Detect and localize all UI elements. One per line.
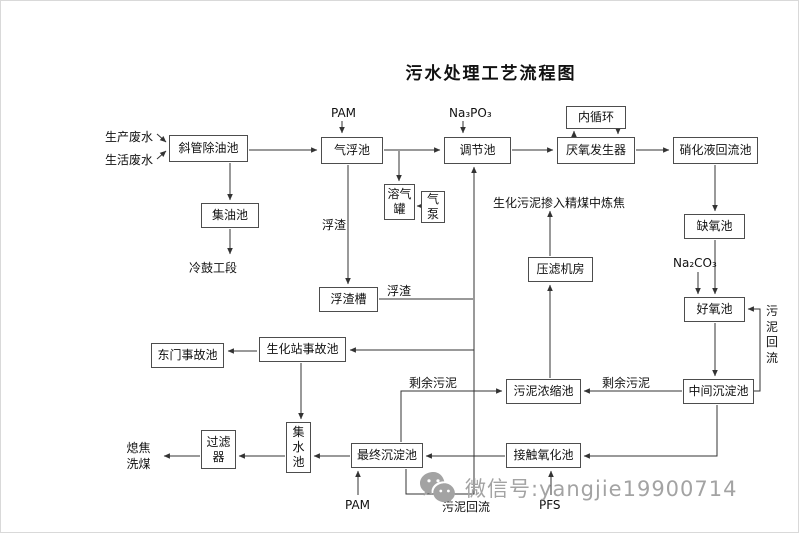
label-biochem-sludge-to-coking: 生化污泥掺入精煤中炼焦: [493, 196, 626, 210]
node-intermediate-sedimentation-tank: 中间沉淀池: [683, 379, 754, 404]
label-pam-bottom: PAM: [345, 498, 371, 512]
label-scum-1: 浮渣: [322, 218, 347, 232]
node-final-sedimentation-tank: 最终沉淀池: [351, 443, 423, 468]
label-excess-sludge-right: 剩余污泥: [602, 376, 651, 390]
node-oil-collection-tank: 集油池: [201, 203, 259, 228]
node-internal-circulation: 内循环: [566, 106, 626, 129]
node-anoxic-tank: 缺氧池: [684, 214, 745, 239]
label-pfs: PFS: [539, 498, 561, 512]
node-biochem-station-accident-tank: 生化站事故池: [259, 337, 346, 362]
node-filter: 过滤器: [201, 430, 236, 469]
label-pam-top: PAM: [331, 106, 357, 120]
label-scum-2: 浮渣: [387, 284, 412, 298]
label-na3po3: Na₃PO₃: [449, 106, 492, 120]
label-coke-quench-coal-wash: 熄焦洗煤: [126, 441, 151, 471]
node-nitrified-liquid-return-tank: 硝化液回流池: [673, 137, 758, 164]
wechat-icon: [420, 472, 455, 504]
node-contact-oxidation-tank: 接触氧化池: [506, 443, 581, 468]
node-air-flotation-tank: 气浮池: [321, 137, 383, 164]
node-air-pump: 气泵: [421, 191, 445, 223]
diagram-title: 污水处理工艺流程图: [405, 64, 577, 84]
node-aerobic-tank: 好氧池: [684, 297, 745, 322]
label-production-wastewater: 生产废水: [105, 130, 154, 144]
node-sludge-thickening-tank: 污泥浓缩池: [506, 379, 581, 404]
node-regulating-tank: 调节池: [444, 137, 511, 164]
node-filter-press-room: 压滤机房: [528, 257, 593, 282]
label-excess-sludge-left: 剩余污泥: [409, 376, 458, 390]
node-scum-trough: 浮渣槽: [319, 287, 378, 312]
node-east-gate-accident-tank: 东门事故池: [151, 343, 224, 368]
watermark: 微信号:yangjie19900714: [419, 471, 738, 504]
watermark-text: 微信号:yangjie19900714: [465, 476, 738, 501]
label-sludge-return-right: 污泥回流: [765, 304, 778, 365]
node-dissolved-air-tank: 溶气罐: [384, 184, 415, 220]
node-water-collection-tank: 集水池: [286, 422, 311, 473]
node-inclined-tube-oil-removal-tank: 斜管除油池: [169, 135, 248, 162]
label-cold-drum-section: 冷鼓工段: [189, 261, 238, 275]
label-sludge-return-bottom: 污泥回流: [442, 500, 491, 514]
label-domestic-wastewater: 生活废水: [105, 153, 154, 167]
label-na2co3: Na₂CO₃: [673, 256, 717, 270]
node-anaerobic-generator: 厌氧发生器: [557, 137, 635, 164]
